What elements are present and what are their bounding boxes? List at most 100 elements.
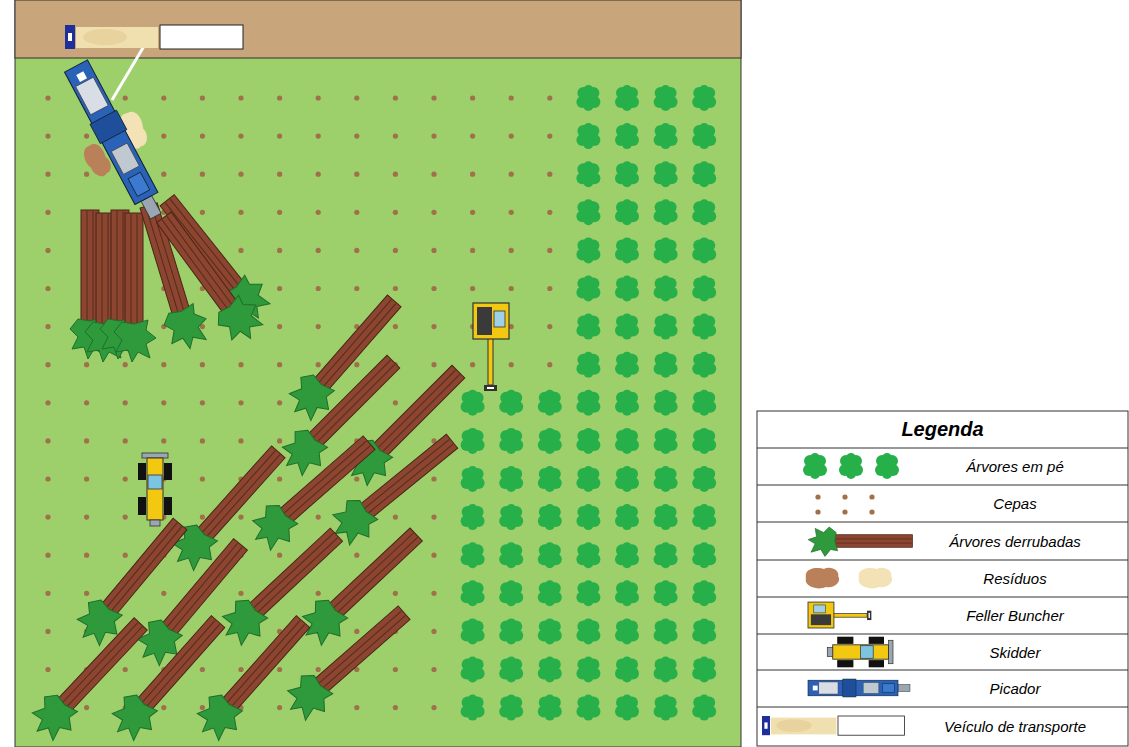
standing-tree [654, 580, 678, 606]
stump [238, 400, 243, 405]
stump [161, 400, 166, 405]
legend-text: Cepas [993, 495, 1036, 512]
legend-row: Árvores derrubadas [905, 522, 1125, 560]
stump [161, 362, 166, 367]
stump [393, 324, 398, 329]
standing-tree [654, 199, 678, 225]
stump [200, 210, 205, 215]
stump [45, 553, 50, 558]
stump [238, 515, 243, 520]
stump [238, 95, 243, 100]
standing-tree [499, 657, 523, 683]
legend-text: Árvores derrubadas [949, 533, 1081, 550]
stump [431, 172, 436, 177]
legend-rule [757, 670, 1128, 671]
standing-tree [499, 504, 523, 530]
legend-symbol [806, 568, 839, 589]
standing-tree [692, 237, 716, 263]
standing-tree [654, 390, 678, 416]
standing-tree [654, 314, 678, 340]
legend-rule [757, 597, 1128, 598]
stump [45, 362, 50, 367]
stump [45, 667, 50, 672]
standing-tree [576, 580, 600, 606]
stump [123, 476, 128, 481]
stump [547, 95, 552, 100]
stump [354, 248, 359, 253]
stump [200, 134, 205, 139]
stump [277, 438, 282, 443]
felled-tree [148, 204, 270, 349]
legend-symbol [875, 453, 899, 479]
stump [547, 362, 552, 367]
stump [431, 286, 436, 291]
stump [277, 172, 282, 177]
standing-tree [615, 618, 639, 644]
legend-symbol [859, 568, 892, 589]
legend-row: Árvores em pé [905, 448, 1125, 485]
stump [277, 210, 282, 215]
stump [316, 667, 321, 672]
stump [45, 172, 50, 177]
skidder [138, 453, 172, 526]
standing-tree [576, 199, 600, 225]
standing-tree [615, 352, 639, 378]
standing-tree [576, 352, 600, 378]
legend-text: Resíduos [983, 570, 1046, 587]
stump [354, 705, 359, 710]
standing-tree [615, 199, 639, 225]
stump [509, 362, 514, 367]
stump [431, 248, 436, 253]
standing-tree [615, 314, 639, 340]
standing-tree [499, 618, 523, 644]
legend-rule [757, 634, 1128, 635]
standing-tree [576, 161, 600, 187]
legend-symbol [808, 602, 871, 628]
stump [84, 553, 89, 558]
legend-frame [757, 411, 1128, 746]
stump [509, 286, 514, 291]
stump [509, 95, 514, 100]
standing-tree [576, 85, 600, 111]
legend-symbol [803, 453, 827, 479]
standing-tree [576, 466, 600, 492]
stump [509, 134, 514, 139]
stump [200, 667, 205, 672]
stump [45, 210, 50, 215]
stump [354, 553, 359, 558]
stump [277, 248, 282, 253]
stump [238, 210, 243, 215]
stump [393, 667, 398, 672]
standing-tree [615, 504, 639, 530]
standing-tree [615, 466, 639, 492]
legend-symbol [869, 494, 874, 499]
legend-rule [757, 448, 1128, 449]
stump [200, 515, 205, 520]
stump [84, 591, 89, 596]
stump [354, 629, 359, 634]
road [15, 0, 741, 58]
stump [45, 438, 50, 443]
stump [470, 95, 475, 100]
stump [431, 362, 436, 367]
stump [316, 286, 321, 291]
standing-tree [576, 123, 600, 149]
stump [431, 210, 436, 215]
legend-text: Picador [990, 680, 1041, 697]
legend-sample [806, 568, 892, 589]
legend-symbol [762, 716, 904, 735]
legend-symbol [827, 637, 893, 668]
felled-tree [279, 598, 419, 728]
standing-tree [461, 580, 485, 606]
standing-tree [615, 542, 639, 568]
stump [277, 286, 282, 291]
standing-tree [461, 428, 485, 454]
standing-tree [692, 352, 716, 378]
stump [238, 248, 243, 253]
standing-tree [692, 314, 716, 340]
standing-tree [692, 466, 716, 492]
legend-heading-cell: Legenda [757, 411, 1128, 448]
standing-tree [654, 123, 678, 149]
standing-tree [576, 314, 600, 340]
